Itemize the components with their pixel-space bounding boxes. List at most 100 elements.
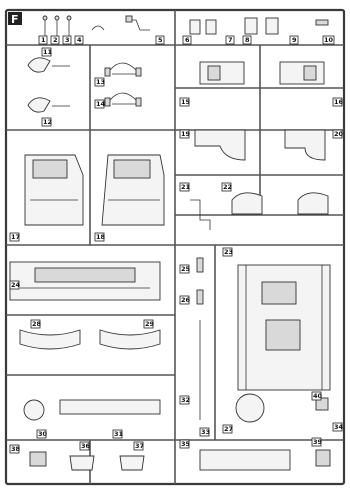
part-number-23: 23 (222, 247, 233, 257)
svg-text:8: 8 (245, 36, 250, 44)
part-number-29: 29 (143, 319, 155, 329)
part-15-16 (199, 61, 325, 85)
part-18-doors (101, 154, 165, 226)
svg-text:20: 20 (334, 130, 344, 138)
part-number-tags: 1 2 3 4 5 6 7 8 9 10 11 12 13 14 15 16 1… (9, 35, 344, 454)
svg-text:9: 9 (292, 36, 297, 44)
part-number-14: 14 (94, 99, 106, 109)
svg-text:31: 31 (114, 430, 124, 438)
part-25-27 (196, 257, 204, 420)
svg-text:30: 30 (38, 430, 48, 438)
part-37-40 (29, 449, 331, 471)
part-28-body (237, 264, 331, 391)
part-number-10: 10 (322, 35, 335, 45)
part-number-17: 17 (9, 232, 20, 242)
svg-text:13: 13 (96, 78, 105, 86)
part-number-38: 38 (9, 444, 21, 454)
part-number-8: 8 (242, 35, 252, 45)
part-number-15: 15 (179, 97, 191, 107)
svg-text:3: 3 (65, 36, 70, 44)
part-number-7: 7 (225, 35, 235, 45)
svg-text:32: 32 (181, 396, 190, 404)
part-number-25: 25 (179, 264, 191, 274)
part-number-18: 18 (94, 232, 106, 242)
svg-text:38: 38 (11, 445, 21, 453)
svg-text:21: 21 (181, 183, 191, 191)
part-number-21: 21 (179, 182, 191, 192)
part-number-37: 37 (133, 441, 144, 451)
svg-text:27: 27 (224, 425, 233, 433)
part-number-26: 26 (179, 295, 191, 305)
part-34-36 (235, 393, 329, 423)
part-number-13: 13 (94, 77, 105, 87)
svg-text:6: 6 (185, 36, 190, 44)
svg-text:5: 5 (158, 36, 163, 44)
part-number-5: 5 (155, 35, 165, 45)
svg-text:2: 2 (53, 36, 58, 44)
svg-text:23: 23 (224, 248, 233, 256)
part-number-20: 20 (332, 129, 344, 139)
svg-text:29: 29 (145, 320, 155, 328)
svg-text:17: 17 (11, 233, 20, 241)
svg-text:36: 36 (81, 442, 91, 450)
sprue-letter: F (11, 13, 19, 26)
svg-text:11: 11 (43, 48, 53, 56)
part-number-3: 3 (62, 35, 72, 45)
svg-text:4: 4 (77, 36, 82, 44)
part-number-9: 9 (289, 35, 299, 45)
svg-text:40: 40 (313, 392, 323, 400)
svg-text:28: 28 (32, 320, 42, 328)
part-number-35: 35 (179, 439, 191, 449)
part-group-6-10 (189, 17, 329, 35)
part-number-16: 16 (332, 97, 344, 107)
part-number-31: 31 (112, 429, 124, 439)
part-number-40: 40 (311, 391, 323, 401)
svg-text:16: 16 (334, 98, 344, 106)
svg-text:14: 14 (96, 100, 106, 108)
part-number-4: 4 (74, 35, 84, 45)
svg-text:12: 12 (43, 118, 52, 126)
part-23 (9, 261, 161, 301)
svg-text:22: 22 (223, 183, 232, 191)
sprue-letter-tag: F (8, 12, 22, 26)
svg-text:37: 37 (135, 442, 144, 450)
part-number-1: 1 (38, 35, 48, 45)
part-number-28: 28 (30, 319, 42, 329)
part-number-11: 11 (41, 47, 53, 57)
part-31-33 (23, 399, 161, 421)
svg-text:26: 26 (181, 296, 191, 304)
part-29-30 (19, 329, 161, 350)
part-number-34: 34 (332, 422, 344, 432)
part-number-12: 12 (41, 117, 52, 127)
svg-text:7: 7 (228, 36, 233, 44)
part-number-19: 19 (179, 129, 191, 139)
svg-text:25: 25 (181, 265, 191, 273)
part-number-36: 36 (79, 441, 91, 451)
svg-text:18: 18 (96, 233, 106, 241)
part-number-22: 22 (221, 182, 232, 192)
svg-text:19: 19 (181, 130, 191, 138)
svg-text:15: 15 (181, 98, 191, 106)
svg-text:34: 34 (334, 423, 344, 431)
svg-text:24: 24 (11, 281, 21, 289)
part-number-32: 32 (179, 395, 190, 405)
part-13-14 (104, 62, 142, 107)
svg-text:39: 39 (313, 438, 323, 446)
svg-text:33: 33 (201, 428, 210, 436)
svg-text:1: 1 (41, 36, 46, 44)
part-19-20 (194, 129, 326, 161)
part-number-6: 6 (182, 35, 192, 45)
part-17-doors (24, 154, 84, 226)
part-number-33: 33 (199, 427, 210, 437)
part-number-24: 24 (9, 280, 21, 290)
part-21-22 (190, 192, 329, 230)
part-number-39: 39 (311, 437, 323, 447)
part-5 (125, 15, 150, 31)
svg-text:10: 10 (324, 36, 334, 44)
part-number-2: 2 (50, 35, 60, 45)
part-group-1-4 (42, 15, 105, 38)
part-number-30: 30 (36, 429, 48, 439)
part-11-12 (27, 57, 70, 113)
svg-text:35: 35 (181, 440, 191, 448)
